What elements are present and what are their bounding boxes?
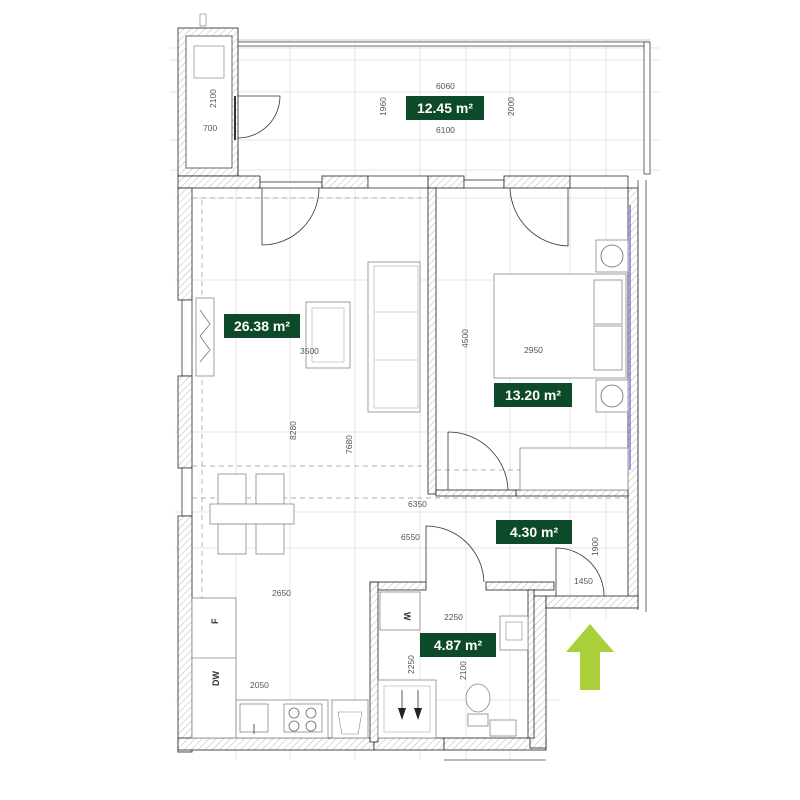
dishwasher-label: DW <box>211 671 221 686</box>
area-bedroom: 13.20 m² <box>505 387 561 403</box>
area-badge-balcony: 12.45 m² <box>406 96 484 120</box>
kitchen <box>191 597 369 739</box>
area-badge-hall: 4.30 m² <box>496 520 572 544</box>
dim-1900: 1900 <box>590 537 600 556</box>
dim-2950: 2950 <box>524 345 543 355</box>
area-badge-bathroom: 4.87 m² <box>420 633 496 657</box>
dim-2050: 2050 <box>250 680 269 690</box>
area-hall: 4.30 m² <box>510 524 559 540</box>
area-badge-living: 26.38 m² <box>224 314 300 338</box>
dim-2000: 2000 <box>506 97 516 116</box>
dimension-labels: 6060 6100 2100 700 1960 2000 3500 4500 2… <box>203 81 600 690</box>
area-living: 26.38 m² <box>234 318 290 334</box>
dim-3500: 3500 <box>300 346 319 356</box>
balcony <box>177 13 651 177</box>
dim-6100: 6100 <box>436 125 455 135</box>
dim-2250-bath-width: 2250 <box>444 612 463 622</box>
dim-2100-bath: 2100 <box>458 661 468 680</box>
appliance-labels: F DW W <box>210 612 412 686</box>
dim-1450: 1450 <box>574 576 593 586</box>
north-arrow-icon <box>566 624 614 690</box>
bathroom-fixtures <box>377 591 529 739</box>
exterior-walls <box>177 175 647 761</box>
dim-8280: 8280 <box>288 421 298 440</box>
dim-2250-bath-height: 2250 <box>406 655 416 674</box>
area-badge-bedroom: 13.20 m² <box>494 383 572 407</box>
doors <box>261 187 605 597</box>
interior-walls <box>369 187 629 743</box>
dim-6550: 6550 <box>401 532 420 542</box>
dim-4500: 4500 <box>460 329 470 348</box>
living-furniture <box>195 261 421 555</box>
bedroom-furniture <box>493 239 629 491</box>
washer-label: W <box>402 612 412 621</box>
dim-7680: 7680 <box>344 435 354 454</box>
dim-700: 700 <box>203 123 217 133</box>
dim-2100-balcony: 2100 <box>208 89 218 108</box>
fridge-label: F <box>210 618 220 624</box>
area-bathroom: 4.87 m² <box>434 637 483 653</box>
area-balcony: 12.45 m² <box>417 100 473 116</box>
dim-2650: 2650 <box>272 588 291 598</box>
dim-6350: 6350 <box>408 499 427 509</box>
dim-6060: 6060 <box>436 81 455 91</box>
dim-1960: 1960 <box>378 97 388 116</box>
